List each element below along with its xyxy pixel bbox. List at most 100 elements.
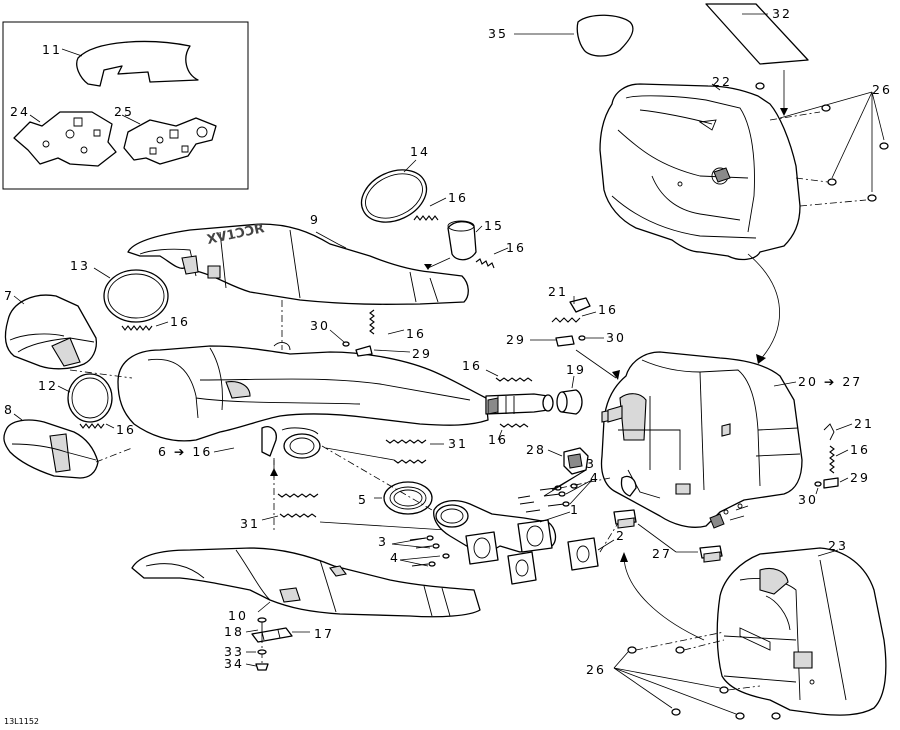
callout-20-27: 20 ➔ 27 bbox=[798, 374, 862, 389]
callout-13: 13 bbox=[70, 258, 90, 273]
callout-7: 7 bbox=[4, 288, 14, 303]
part-17-bracket[interactable] bbox=[251, 627, 310, 643]
part-3-4-fasteners-left[interactable] bbox=[391, 535, 450, 567]
callout-15: 15 bbox=[484, 218, 504, 233]
callout-21: 21 bbox=[854, 416, 874, 431]
part-31-spring-a[interactable] bbox=[385, 439, 427, 444]
part-5-gasket-ring[interactable] bbox=[374, 481, 433, 515]
part-33-washer[interactable] bbox=[246, 649, 267, 655]
callout-5: 5 bbox=[358, 492, 368, 507]
part-16-spring-a[interactable] bbox=[413, 215, 439, 221]
part-28-sensor[interactable] bbox=[547, 447, 589, 475]
part-16-spring-i[interactable] bbox=[829, 445, 835, 474]
callout-26: 26 bbox=[586, 662, 606, 677]
part-30-washer-c[interactable] bbox=[814, 481, 822, 487]
part-29-bracket-b[interactable] bbox=[555, 335, 575, 347]
part-19-coupler[interactable] bbox=[556, 375, 583, 415]
part-7-end-shield[interactable] bbox=[4, 294, 98, 370]
part-22-muffler-cover[interactable] bbox=[599, 70, 889, 261]
callout-23: 23 bbox=[828, 538, 848, 553]
part-23-muffler-cover[interactable] bbox=[716, 547, 887, 716]
part-9-heat-shield[interactable]: XV1ƆƆR bbox=[127, 221, 469, 305]
part-29-bracket-a[interactable] bbox=[355, 345, 411, 357]
callout-28: 28 bbox=[526, 442, 546, 457]
callout-4: 4 bbox=[590, 470, 600, 485]
part-30-washer-a[interactable] bbox=[329, 329, 350, 347]
callout-27: 27 bbox=[652, 546, 672, 561]
part-16-spring-h[interactable] bbox=[551, 317, 581, 323]
callout-30: 30 bbox=[606, 330, 626, 345]
callout-9: 9 bbox=[310, 212, 320, 227]
part-12-clamp[interactable] bbox=[57, 373, 113, 423]
callout-18: 18 bbox=[224, 624, 244, 639]
part-29-bracket-c[interactable] bbox=[823, 477, 839, 489]
callout-16: 16 bbox=[850, 442, 870, 457]
part-16-spring-f[interactable] bbox=[495, 377, 533, 382]
callout-16: 16 bbox=[116, 422, 136, 437]
callout-32: 32 bbox=[772, 6, 792, 21]
part-25-insulation[interactable] bbox=[123, 117, 217, 165]
part-15-clamp[interactable] bbox=[447, 220, 483, 261]
inset-box bbox=[2, 21, 249, 190]
callout-24: 24 bbox=[10, 104, 30, 119]
part-31-spring-c[interactable] bbox=[277, 493, 319, 498]
part-1-exhaust-manifold[interactable] bbox=[433, 499, 571, 565]
callout-19: 19 bbox=[566, 362, 586, 377]
callout-12: 12 bbox=[38, 378, 58, 393]
part-2-gaskets[interactable] bbox=[507, 537, 615, 585]
callout-4: 4 bbox=[390, 550, 400, 565]
callout-30: 30 bbox=[310, 318, 330, 333]
callout-3: 3 bbox=[586, 456, 596, 471]
callout-17: 17 bbox=[314, 626, 334, 641]
callout-1: 1 bbox=[570, 502, 580, 517]
drawing-id: 13L1152 bbox=[4, 717, 39, 726]
part-32-label[interactable] bbox=[705, 3, 809, 65]
part-18-bolt[interactable] bbox=[245, 617, 267, 636]
part-16-spring-d[interactable] bbox=[79, 423, 105, 429]
callout-31: 31 bbox=[448, 436, 468, 451]
part-31-spring-d[interactable] bbox=[279, 513, 317, 518]
callout-16: 16 bbox=[406, 326, 426, 341]
callout-6-16: 6 ➔ 16 bbox=[158, 444, 212, 459]
part-16-spring-e[interactable] bbox=[369, 309, 375, 335]
callout-16: 16 bbox=[506, 240, 526, 255]
part-14-clamp[interactable] bbox=[353, 159, 435, 232]
callout-11: 11 bbox=[42, 42, 62, 57]
part-8-end-shield[interactable] bbox=[3, 413, 99, 479]
callout-25: 25 bbox=[114, 104, 134, 119]
part-21-bracket-b[interactable] bbox=[823, 423, 835, 441]
callout-14: 14 bbox=[410, 144, 430, 159]
part-21-bracket-a[interactable] bbox=[569, 297, 591, 313]
part-10-heat-shield[interactable] bbox=[131, 547, 481, 618]
part-34-nut[interactable] bbox=[245, 663, 269, 671]
part-13-clamp[interactable] bbox=[93, 267, 169, 323]
part-31-spring-b[interactable] bbox=[393, 459, 427, 464]
callout-16: 16 bbox=[170, 314, 190, 329]
part-3-4-fasteners-right[interactable] bbox=[517, 469, 593, 513]
part-16-spring-g[interactable] bbox=[499, 423, 529, 428]
callout-30: 30 bbox=[798, 492, 818, 507]
callout-35: 35 bbox=[488, 26, 508, 41]
callout-31: 31 bbox=[240, 516, 260, 531]
upper-right-labels-parts bbox=[514, 3, 809, 65]
callout-3: 3 bbox=[378, 534, 388, 549]
part-16-spring-b[interactable] bbox=[475, 258, 495, 269]
callout-26: 26 bbox=[872, 82, 892, 97]
callout-29: 29 bbox=[850, 470, 870, 485]
callout-10: 10 bbox=[228, 608, 248, 623]
part-26-nuts-lower[interactable] bbox=[613, 631, 781, 720]
part-35-decal[interactable] bbox=[576, 14, 634, 57]
part-30-washer-b[interactable] bbox=[578, 335, 586, 341]
callout-34: 34 bbox=[224, 656, 244, 671]
callout-labels: 35 32 22 26 11 24 25 14 16 9 15 16 13 7 … bbox=[4, 6, 892, 726]
callout-21: 21 bbox=[548, 284, 568, 299]
part-16-spring-c[interactable] bbox=[121, 325, 153, 331]
part-27-brackets[interactable] bbox=[613, 509, 723, 563]
callout-16: 16 bbox=[462, 358, 482, 373]
part-24-insulation[interactable] bbox=[13, 111, 117, 167]
part-11-heat-shield[interactable] bbox=[76, 40, 199, 87]
part-20-muffler[interactable] bbox=[600, 351, 803, 529]
part-6-tuned-pipe[interactable] bbox=[117, 342, 554, 459]
callout-16: 16 bbox=[598, 302, 618, 317]
